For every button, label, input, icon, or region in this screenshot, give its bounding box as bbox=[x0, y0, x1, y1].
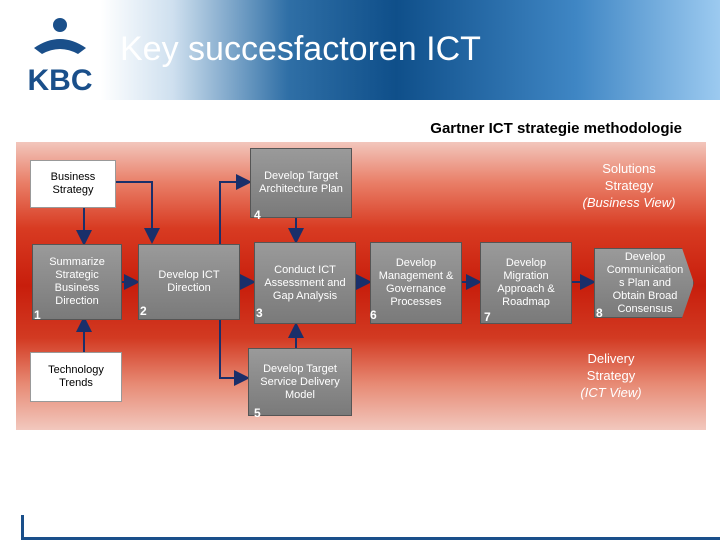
management-governance-box: Develop Management & Governance Processe… bbox=[370, 242, 462, 324]
solutions-line-3: (Business View) bbox=[582, 195, 676, 210]
target-architecture-box: Develop Target Architecture Plan bbox=[250, 148, 352, 218]
step-number-5: 5 bbox=[254, 406, 261, 420]
step-number-4: 4 bbox=[254, 208, 261, 222]
step-number-6: 6 bbox=[370, 308, 377, 322]
step-number-7: 7 bbox=[484, 310, 491, 324]
slide-title: Key succesfactoren ICT bbox=[120, 30, 481, 68]
conduct-assessment-label: Conduct ICT Assessment and Gap Analysis bbox=[264, 263, 346, 302]
delivery-line-1: Delivery bbox=[587, 351, 635, 366]
target-service-box: Develop Target Service Delivery Model bbox=[248, 348, 352, 416]
connector-lines bbox=[76, 174, 596, 386]
communication-plan-box: Develop Communication s Plan and Obtain … bbox=[594, 248, 694, 318]
summarize-box: Summarize Strategic Business Direction bbox=[32, 244, 122, 320]
footer-vertical-line bbox=[21, 515, 24, 540]
logo-text: KBC bbox=[28, 64, 93, 96]
target-service-label: Develop Target Service Delivery Model bbox=[260, 362, 340, 401]
target-architecture-label: Develop Target Architecture Plan bbox=[259, 170, 343, 195]
slide-subtitle: Gartner ICT strategie methodologie bbox=[430, 120, 682, 137]
footer-horizontal-line bbox=[21, 537, 720, 540]
delivery-line-3: (ICT View) bbox=[580, 385, 642, 400]
step-number-1: 1 bbox=[34, 308, 41, 322]
kbc-logo: KBC bbox=[28, 18, 93, 96]
summarize-label: Summarize Strategic Business Direction bbox=[49, 256, 105, 307]
business-strategy-box: Business Strategy bbox=[30, 160, 116, 208]
develop-ict-direction-box: Develop ICT Direction bbox=[138, 244, 240, 320]
migration-approach-box: Develop Migration Approach & Roadmap bbox=[480, 242, 572, 324]
methodology-diagram: Business Strategy Technology Trends Summ… bbox=[16, 142, 706, 430]
solutions-line-2: Strategy bbox=[604, 178, 654, 193]
solutions-strategy-label: Solutions Strategy (Business View) bbox=[554, 160, 704, 211]
delivery-strategy-label: Delivery Strategy (ICT View) bbox=[546, 350, 676, 401]
develop-ict-direction-label: Develop ICT Direction bbox=[158, 269, 220, 294]
communication-plan-label: Develop Communication s Plan and Obtain … bbox=[606, 250, 684, 315]
management-governance-label: Develop Management & Governance Processe… bbox=[378, 257, 454, 308]
solutions-line-1: Solutions bbox=[602, 161, 656, 176]
slide-header bbox=[0, 0, 720, 100]
delivery-line-2: Strategy bbox=[586, 368, 636, 383]
step-number-3: 3 bbox=[256, 306, 263, 320]
step-number-2: 2 bbox=[140, 304, 147, 318]
business-strategy-label: Business Strategy bbox=[50, 171, 96, 196]
migration-approach-label: Develop Migration Approach & Roadmap bbox=[497, 257, 555, 308]
conduct-assessment-box: Conduct ICT Assessment and Gap Analysis bbox=[254, 242, 356, 324]
technology-trends-label: Technology Trends bbox=[48, 364, 104, 389]
step-number-8: 8 bbox=[596, 306, 603, 320]
technology-trends-box: Technology Trends bbox=[30, 352, 122, 402]
